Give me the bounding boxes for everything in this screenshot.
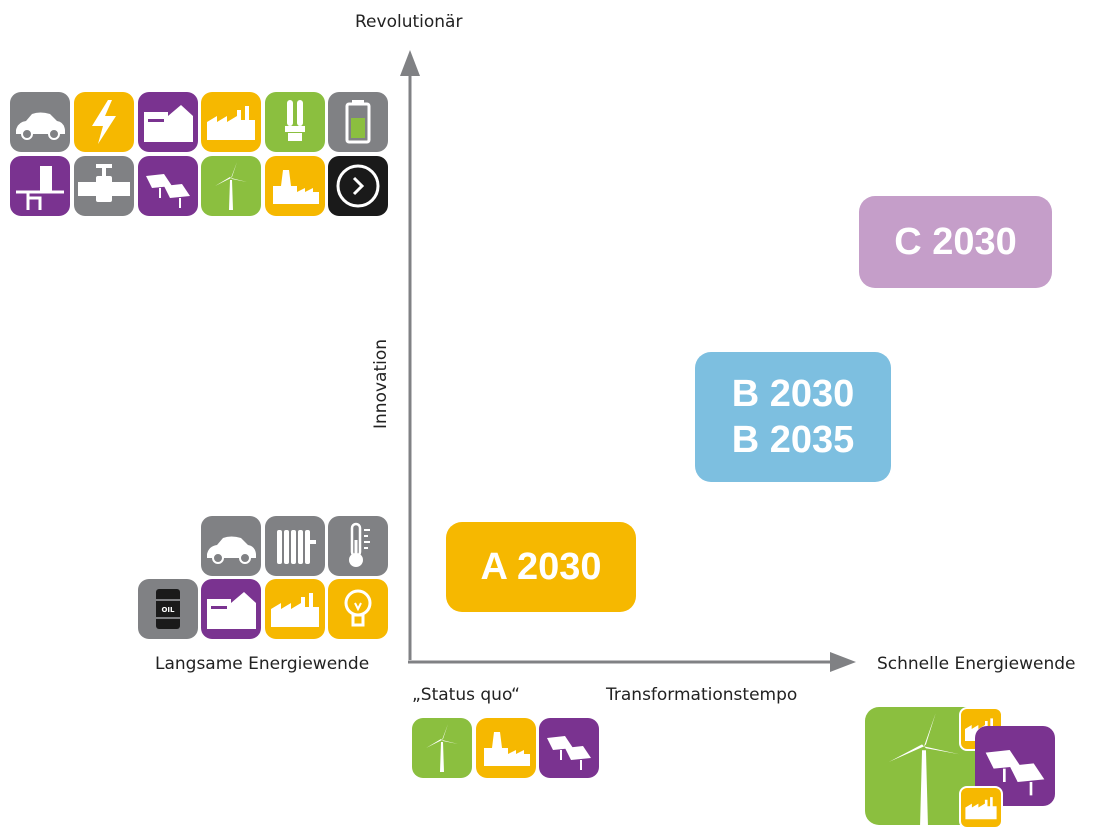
- scenario-c-label: C 2030: [894, 220, 1017, 263]
- solar-panel-icon: [138, 156, 198, 216]
- x-axis-label: Transformationstempo: [606, 685, 798, 705]
- scenario-b-label-1: B 2030: [731, 372, 855, 415]
- oil-barrel-icon: OIL: [138, 579, 198, 639]
- solar-panel-icon: [539, 718, 599, 778]
- power-plant-icon: [265, 156, 325, 216]
- scenario-a-label: A 2030: [480, 545, 602, 588]
- clock-icon: [328, 156, 388, 216]
- scenario-c: C 2030: [859, 196, 1052, 288]
- radiator-icon: [265, 516, 325, 576]
- buildings-icon: [201, 579, 261, 639]
- scenario-a: A 2030: [446, 522, 636, 612]
- battery-icon: [328, 92, 388, 152]
- thermometer-icon: [328, 516, 388, 576]
- light-bulb-icon: [328, 579, 388, 639]
- wind-turbine-icon: [412, 718, 472, 778]
- car-icon: [201, 516, 261, 576]
- wind-turbine-icon: [201, 156, 261, 216]
- buildings-icon: [138, 92, 198, 152]
- power-plant-icon: [476, 718, 536, 778]
- factory-icon: [201, 92, 261, 152]
- y-axis-arrow: [400, 50, 420, 76]
- energy-saving-bulb-icon: [265, 92, 325, 152]
- scenario-b-label-2: B 2035: [731, 419, 855, 461]
- oil-barrel-text: OIL: [161, 606, 175, 614]
- y-axis-top-label: Revolutionär: [355, 12, 463, 32]
- car-icon: [10, 92, 70, 152]
- power-grid-icon: [10, 156, 70, 216]
- pipeline-valve-icon: [74, 156, 134, 216]
- x-axis-right-label: Schnelle Energiewende: [877, 654, 1076, 674]
- lightning-icon: [74, 92, 134, 152]
- origin-label: „Status quo“: [412, 685, 520, 705]
- y-axis-label: Innovation: [371, 338, 391, 429]
- factory-icon: [265, 579, 325, 639]
- scenario-b: B 2030 B 2035: [695, 352, 891, 482]
- x-axis-arrow: [830, 652, 856, 672]
- x-axis-left-label: Langsame Energiewende: [155, 654, 370, 674]
- factory-icon: [959, 786, 1003, 829]
